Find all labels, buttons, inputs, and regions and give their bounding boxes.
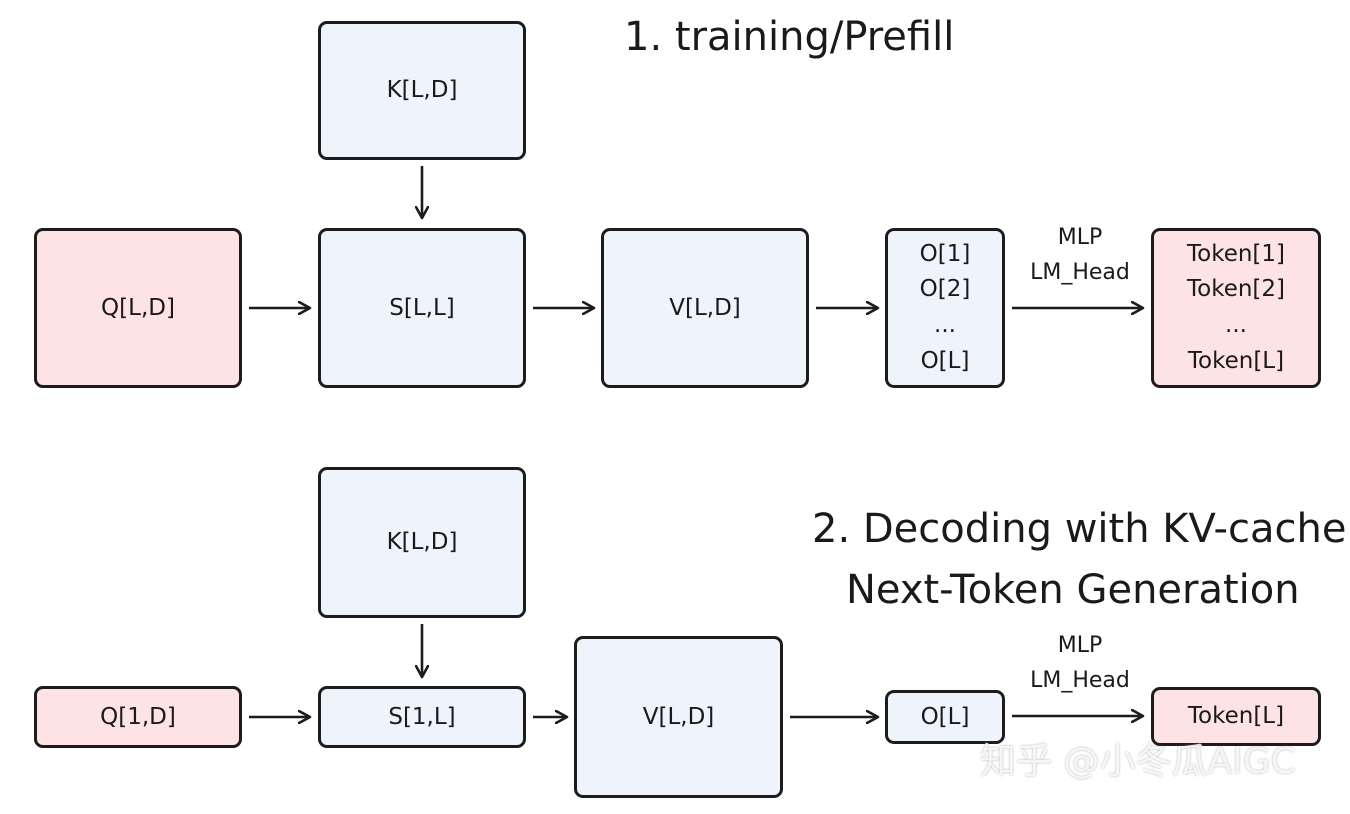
- token-line-2: Token[2]: [1186, 276, 1286, 303]
- token-line-l: Token[L]: [1187, 347, 1285, 374]
- v-box-1: V[L,D]: [601, 228, 809, 388]
- q-box-1: Q[L,D]: [34, 228, 242, 388]
- s-label-2: S[1,L]: [388, 703, 456, 730]
- token-box-2: Token[L]: [1151, 687, 1321, 746]
- section2-title-line1: 2. Decoding with KV-cache: [812, 506, 1347, 552]
- lmhead-label-2: LM_Head: [1030, 668, 1130, 694]
- mlp-lmhead-label-1: MLP LM_Head: [1010, 220, 1150, 290]
- v-box-2: V[L,D]: [574, 636, 783, 798]
- mlp-lmhead-label-2: MLP LM_Head: [1010, 628, 1150, 698]
- o-line-1: O[1]: [919, 240, 971, 267]
- k-box-2: K[L,D]: [318, 467, 526, 618]
- mlp-label-2: MLP: [1057, 633, 1103, 658]
- v-label-1: V[L,D]: [669, 294, 741, 321]
- section1-title: 1. training/Prefill: [624, 14, 955, 60]
- k-label-1: K[L,D]: [386, 77, 458, 104]
- o-box-1: O[1] O[2] ... O[L]: [885, 228, 1005, 388]
- token-box-1: Token[1] Token[2] ... Token[L]: [1151, 228, 1321, 388]
- k-box-1: K[L,D]: [318, 21, 526, 160]
- s-box-1: S[L,L]: [318, 228, 526, 388]
- lmhead-label-1: LM_Head: [1030, 260, 1130, 286]
- token-line-1: Token[1]: [1186, 240, 1286, 267]
- k-label-2: K[L,D]: [386, 529, 458, 556]
- section2-title-line2: Next-Token Generation: [846, 567, 1300, 613]
- o-line-2: O[2]: [919, 276, 971, 303]
- q-label-1: Q[L,D]: [101, 294, 175, 321]
- mlp-label-1: MLP: [1057, 225, 1103, 250]
- s-box-2: S[1,L]: [318, 686, 526, 748]
- q-label-2: Q[1,D]: [100, 703, 176, 730]
- q-box-2: Q[1,D]: [34, 686, 242, 748]
- token-line-ellipsis: ...: [1225, 312, 1247, 338]
- token-label-2: Token[L]: [1187, 703, 1285, 730]
- watermark: 知乎 @小冬瓜AIGC: [980, 741, 1296, 782]
- o-line-ellipsis: ...: [934, 312, 956, 338]
- s-label-1: S[L,L]: [389, 294, 455, 321]
- o-box-2: O[L]: [885, 690, 1005, 744]
- v-label-2: V[L,D]: [642, 703, 715, 730]
- o-line-l: O[L]: [920, 347, 970, 374]
- o-label-2: O[L]: [920, 703, 970, 730]
